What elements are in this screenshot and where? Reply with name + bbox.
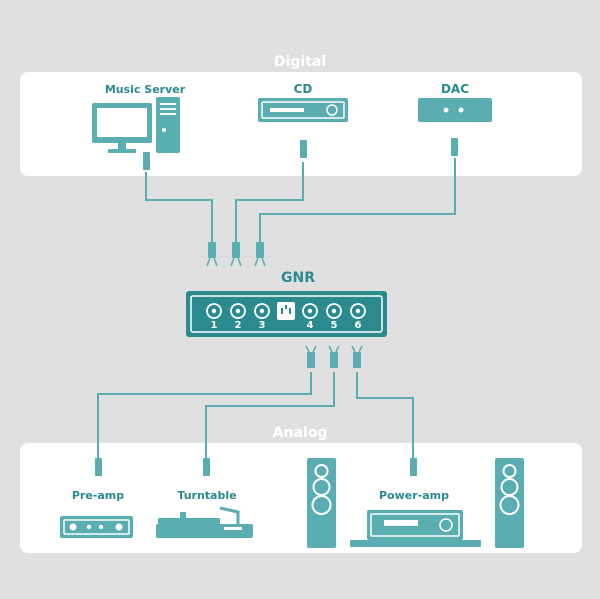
poweramp-label: Power-amp xyxy=(379,489,449,502)
cd-label: CD xyxy=(294,82,313,96)
cable-cd xyxy=(235,162,304,248)
cable-dac xyxy=(259,158,456,248)
analog-cables xyxy=(97,372,414,462)
port-label-4: 4 xyxy=(307,320,314,331)
preamp-label: Pre-amp xyxy=(72,489,124,502)
gnr-port-5-icon xyxy=(326,303,342,319)
connector-plugs xyxy=(95,138,458,476)
power-inlet-icon xyxy=(277,302,295,320)
gnr-device: 1 2 3 4 5 6 xyxy=(186,291,387,337)
music-server-label: Music Server xyxy=(105,83,186,96)
port-label-3: 3 xyxy=(259,320,266,331)
turntable-device xyxy=(156,506,253,538)
cable-music-server xyxy=(145,172,213,248)
left-speaker-icon xyxy=(307,458,336,548)
port-label-5: 5 xyxy=(331,320,338,331)
analog-section-title: Analog xyxy=(273,425,328,441)
dac-device xyxy=(418,98,492,122)
gnr-label: GNR xyxy=(281,270,315,286)
turntable-label: Turntable xyxy=(177,489,236,502)
port-label-1: 1 xyxy=(211,320,218,331)
port-label-2: 2 xyxy=(235,320,242,331)
poweramp-device xyxy=(350,510,481,547)
tower-icon xyxy=(156,97,180,153)
gnr-port-6-icon xyxy=(350,303,366,319)
gnr-port-3-icon xyxy=(254,303,270,319)
gnr-port-1-icon xyxy=(206,303,222,319)
right-speaker-icon xyxy=(495,458,524,548)
music-server-device xyxy=(92,97,180,153)
dac-label: DAC xyxy=(441,82,469,96)
cable-poweramp xyxy=(356,372,414,462)
cd-player-device xyxy=(258,98,348,122)
digital-section-title: Digital xyxy=(274,54,326,70)
gnr-port-2-icon xyxy=(230,303,246,319)
digital-cables xyxy=(145,158,456,248)
port-label-6: 6 xyxy=(355,320,362,331)
cable-preamp xyxy=(97,372,312,462)
connector-prongs xyxy=(206,257,363,353)
cable-turntable xyxy=(205,372,335,462)
gnr-port-4-icon xyxy=(302,303,318,319)
preamp-device xyxy=(60,516,133,538)
